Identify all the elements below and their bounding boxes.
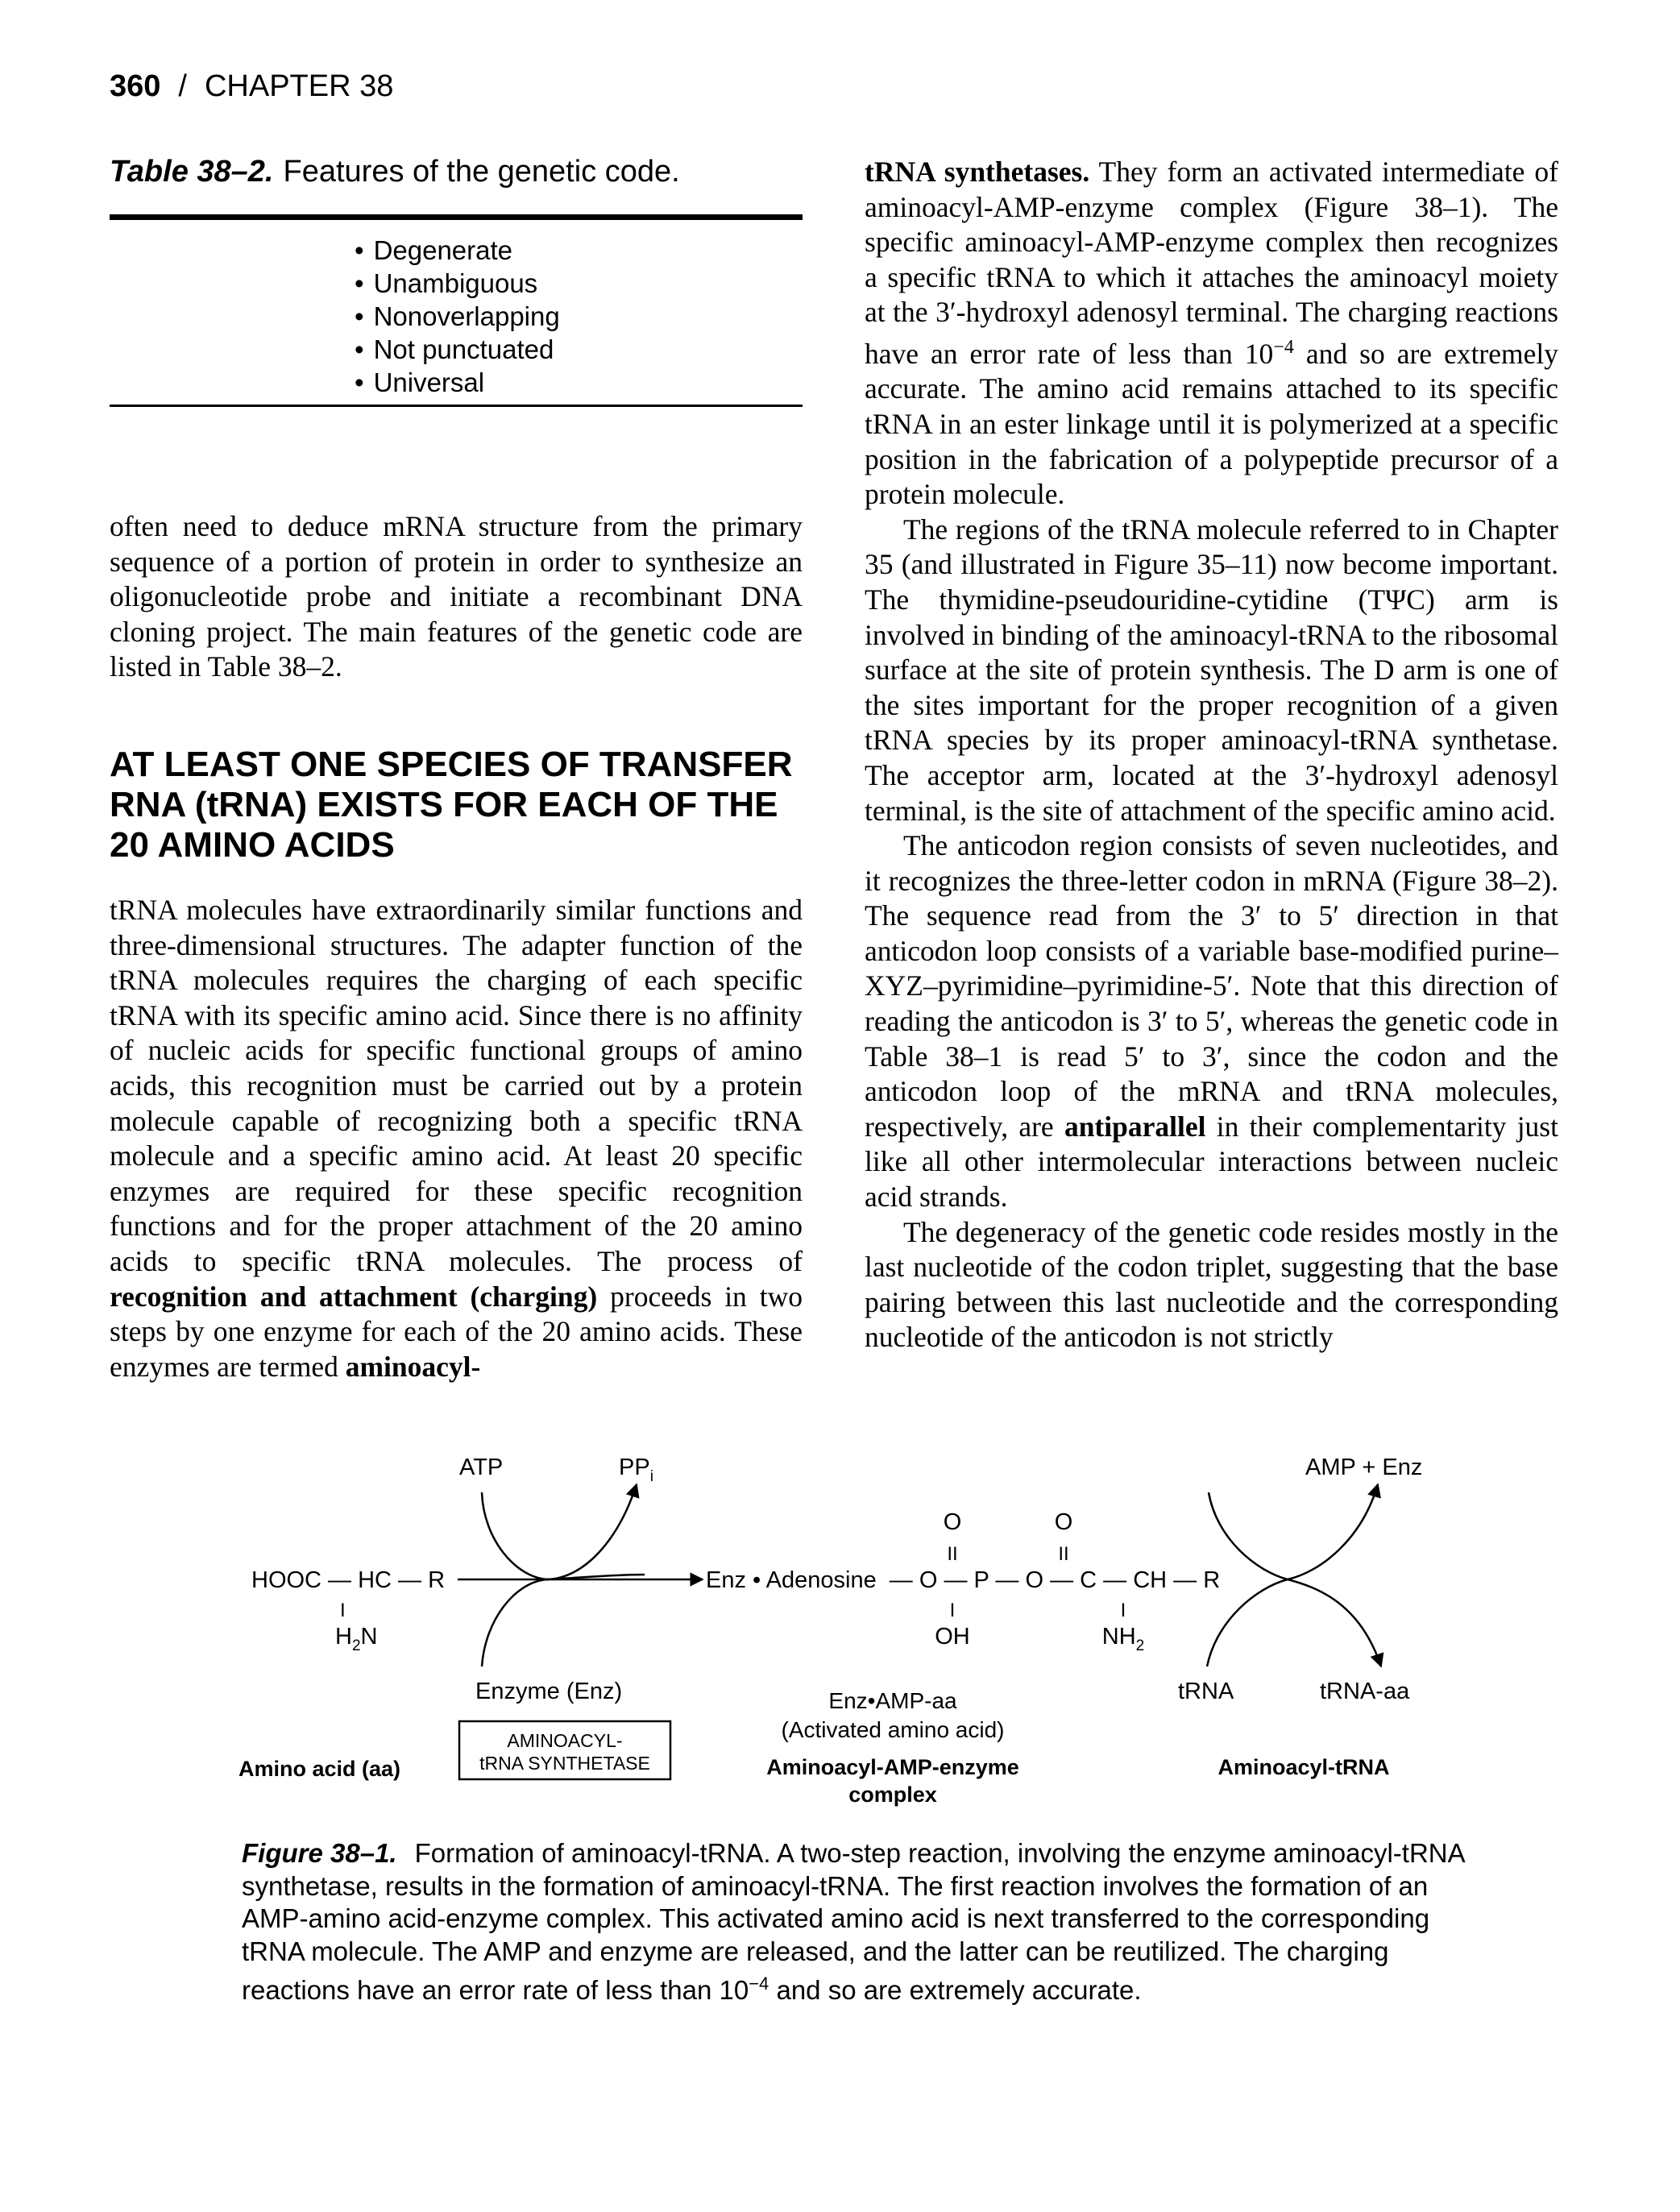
paragraph-text: They form an activated intermediate of a… (865, 156, 1558, 370)
enz-amp-aa-label: Enz•AMP-aa (828, 1688, 957, 1713)
activated-complex-formula: Enz • Adenosine — O — P — O — C — CH — R (706, 1567, 1220, 1593)
figure-aminoacyl-trna-formation: ATP PPi AMP + Enz HOOC — HC — R I H2N En… (0, 1442, 1680, 1845)
h2n-group: H2N (335, 1624, 377, 1654)
paragraph: often need to deduce mRNA structure from… (110, 510, 803, 683)
figure-caption: Figure 38–1.Formation of aminoacyl-tRNA.… (242, 1837, 1466, 2007)
caption-text: Formation of aminoacyl-tRNA. A two-step … (242, 1838, 1464, 2005)
superscript: −4 (1273, 336, 1294, 358)
left-column-top: often need to deduce mRNA structure from… (110, 509, 803, 685)
table-label: Table 38–2. (110, 155, 274, 189)
chapter-title: CHAPTER 38 (204, 69, 394, 103)
enzyme-curve (480, 1573, 645, 1667)
nh2-group: NH2 (1102, 1624, 1144, 1654)
reaction-diagram: ATP PPi AMP + Enz HOOC — HC — R I H2N En… (239, 1455, 1422, 1807)
phosphate-double-bond: II (947, 1543, 957, 1565)
paragraph: tRNA synthetases. They form an activated… (865, 155, 1558, 513)
carbonyl-oxygen: O (1055, 1509, 1073, 1535)
ppi-label: PPi (619, 1455, 653, 1485)
paragraph: The degeneracy of the genetic code resid… (865, 1215, 1558, 1354)
paragraph: The anticodon region consists of seven n… (865, 828, 1558, 1215)
enzyme-label: Enzyme (Enz) (475, 1679, 622, 1704)
carbonyl-double-bond: II (1058, 1543, 1068, 1565)
enzyme-name-box (458, 1720, 672, 1781)
aminoacyl-trna-label: Aminoacyl-tRNA (1217, 1755, 1389, 1779)
paragraph-text: tRNA molecules have extraordinarily simi… (110, 894, 803, 1277)
bold-term: aminoacyl- (345, 1350, 481, 1383)
amp-enz-label: AMP + Enz (1305, 1455, 1422, 1480)
amine-bond-2: I (1121, 1600, 1126, 1621)
amino-acid-formula: HOOC — HC — R (251, 1567, 445, 1593)
box-line-2: tRNA SYNTHETASE (479, 1753, 650, 1774)
oh-group: OH (935, 1624, 970, 1650)
table-item: Degenerate (355, 234, 560, 267)
paragraph-text: and so are extremely accurate. The amino… (865, 337, 1558, 511)
hydroxyl-bond: I (950, 1600, 956, 1621)
table-item: Nonoverlapping (355, 300, 560, 333)
trna-label: tRNA (1178, 1679, 1234, 1704)
amino-acid-label: Amino acid (aa) (239, 1757, 400, 1781)
paragraph: The regions of the tRNA molecule referre… (865, 513, 1558, 827)
paragraph-text: The anticodon region consists of seven n… (865, 829, 1558, 1143)
left-column-body: tRNA molecules have extraordinarily simi… (110, 893, 803, 1384)
table-feature-list: Degenerate Unambiguous Nonoverlapping No… (355, 234, 560, 399)
table-item: Unambiguous (355, 267, 560, 300)
trna-aa-label: tRNA-aa (1320, 1679, 1410, 1704)
box-line-1: AMINOACYL- (507, 1730, 622, 1751)
atp-to-ppi-arrow (480, 1483, 640, 1581)
paragraph-text: proceeds in two steps by one enzyme for … (110, 1280, 803, 1383)
page-number: 360 (110, 69, 161, 103)
atp-label: ATP (459, 1455, 503, 1480)
bold-term: antiparallel (1064, 1110, 1206, 1143)
amine-bond: I (340, 1600, 346, 1621)
table-top-rule (110, 214, 803, 220)
complex-label-line-1: Aminoacyl-AMP-enzyme (766, 1755, 1019, 1779)
superscript: −4 (749, 1973, 769, 1994)
trna-to-trna-aa-arrow (1207, 1492, 1384, 1668)
section-heading: AT LEAST ONE SPECIES OF TRANSFER RNA (tR… (110, 745, 793, 865)
complex-label-line-2: complex (848, 1782, 937, 1807)
bold-term: tRNA synthetases. (865, 156, 1090, 188)
table-item: Universal (355, 366, 560, 399)
table-caption: Table 38–2. Features of the genetic code. (110, 155, 680, 189)
table-bottom-rule (110, 405, 803, 407)
activated-amino-acid-label: (Activated amino acid) (781, 1717, 1004, 1742)
table-title: Features of the genetic code. (283, 155, 680, 189)
phosphate-oxygen: O (944, 1509, 962, 1535)
paragraph-text: in their complementarity just like all o… (865, 1110, 1558, 1214)
paragraph: tRNA molecules have extraordinarily simi… (110, 893, 803, 1384)
caption-text: and so are extremely accurate. (769, 1975, 1142, 2005)
figure-label: Figure 38–1. (242, 1838, 397, 1868)
right-column: tRNA synthetases. They form an activated… (865, 155, 1558, 1355)
header-separator: / (178, 69, 187, 103)
running-header: 360 / CHAPTER 38 (110, 69, 393, 104)
release-amp-enz-arrow (1205, 1483, 1381, 1667)
bold-term: recognition and attachment (charging) (110, 1280, 598, 1313)
table-item: Not punctuated (355, 333, 560, 366)
